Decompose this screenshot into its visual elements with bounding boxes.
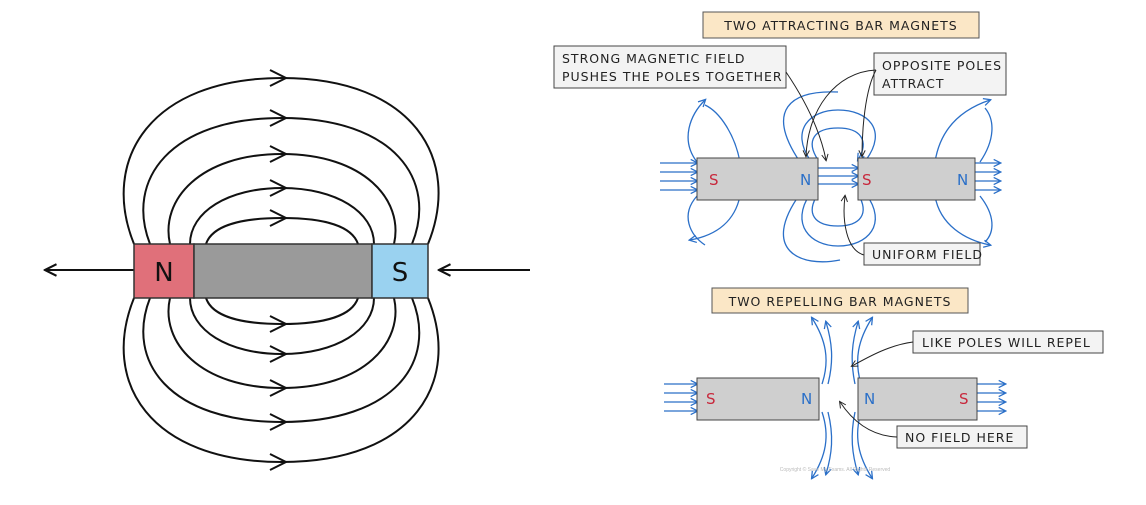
repelling-left-s: S — [706, 390, 716, 408]
repelling-magnet-left — [696, 377, 820, 421]
south-pole-label: S — [392, 258, 409, 288]
strong-field-pointer — [785, 71, 826, 160]
repelling-right-n: N — [864, 390, 875, 408]
repelling-title: TWO REPELLING BAR MAGNETS — [728, 294, 952, 309]
opposite-poles-label-line1: OPPOSITE POLES — [882, 58, 1002, 73]
attracting-title: TWO ATTRACTING BAR MAGNETS — [723, 18, 957, 33]
strong-field-label-line2: PUSHES THE POLES TOGETHER — [562, 69, 783, 84]
field-line-upper-1 — [122, 76, 440, 245]
opposite-poles-pointer-s — [862, 69, 877, 156]
field-line-upper-3 — [167, 152, 397, 245]
field-line-lower-4 — [189, 297, 375, 356]
uniform-field-label: UNIFORM FIELD — [872, 247, 983, 262]
opposite-poles-label-box — [873, 52, 1007, 96]
north-pole — [133, 243, 195, 299]
no-field-label: NO FIELD HERE — [905, 430, 1014, 445]
south-pole — [371, 243, 429, 299]
field-line-lower-1 — [122, 297, 440, 464]
repelling-left-n: N — [801, 390, 812, 408]
no-field-pointer — [840, 402, 898, 438]
strong-field-label-line1: STRONG MAGNETIC FIELD — [562, 51, 746, 66]
attracting-magnet-left — [696, 157, 819, 201]
field-line-upper-4 — [189, 186, 375, 245]
attracting-right-s: S — [862, 171, 872, 189]
attracting-left-n: N — [800, 171, 811, 189]
field-line-lower-5 — [205, 297, 359, 326]
attracting-title-box — [702, 11, 980, 39]
opposite-poles-label-line2: ATTRACT — [882, 76, 945, 91]
north-pole-label: N — [154, 258, 173, 288]
uniform-field-label-box — [863, 242, 981, 266]
field-arrowheads — [269, 69, 289, 471]
attracting-right-n: N — [957, 171, 968, 189]
single-magnet-field: N S — [46, 69, 530, 471]
repelling-magnet-right — [857, 377, 978, 421]
like-poles-label: LIKE POLES WILL REPEL — [922, 335, 1091, 350]
field-line-upper-2 — [142, 116, 421, 245]
field-line-lower-3 — [167, 297, 397, 390]
attracting-field-lines — [660, 91, 1000, 263]
attracting-section: TWO ATTRACTING BAR MAGNETS STRONG MAGNET… — [553, 11, 1007, 266]
strong-field-label-box — [553, 45, 787, 89]
attracting-left-s: S — [709, 171, 719, 189]
repelling-section: TWO REPELLING BAR MAGNETS S N N S — [664, 287, 1104, 478]
repelling-title-box — [711, 287, 969, 314]
opposite-poles-pointer-n — [806, 69, 877, 156]
magnet-body — [193, 243, 373, 299]
attracting-magnet-right — [857, 157, 976, 201]
uniform-field-pointer — [844, 196, 865, 256]
field-line-upper-5 — [205, 216, 359, 245]
repelling-right-s: S — [959, 390, 969, 408]
field-line-lower-2 — [142, 297, 421, 424]
copyright-text: Copyright © Save My Exams. All Rights Re… — [780, 466, 891, 473]
like-poles-pointer — [852, 341, 914, 366]
